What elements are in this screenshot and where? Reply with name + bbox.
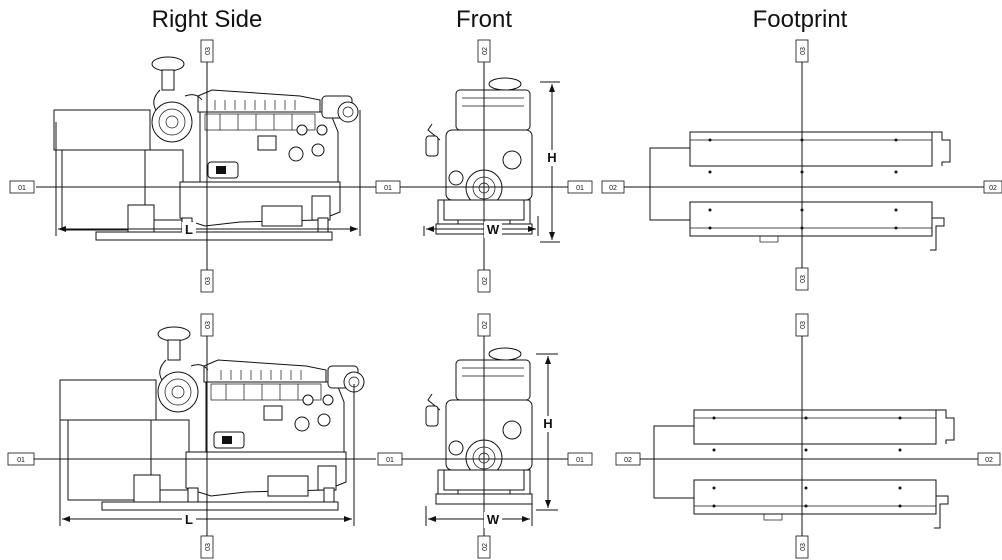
svg-text:01: 01 (576, 185, 584, 192)
svg-text:01: 01 (386, 457, 394, 464)
svg-text:02: 02 (482, 277, 489, 285)
axis-tag-03: 03 (200, 313, 214, 337)
footprint-view-top (649, 131, 951, 251)
svg-text:03: 03 (205, 321, 212, 329)
svg-text:01: 01 (17, 457, 25, 464)
svg-text:01: 01 (384, 185, 392, 192)
footprint-view-bottom (653, 409, 955, 529)
dim-length-bottom: L (185, 512, 193, 527)
svg-text:02: 02 (985, 457, 993, 464)
axis-tag-02: 02 (477, 269, 491, 293)
axis-tag-01: 01 (377, 452, 403, 466)
front-title: Front (455, 6, 513, 33)
axis-tag-03: 03 (795, 39, 809, 63)
svg-text:01: 01 (18, 185, 26, 192)
dim-height-bottom: H (543, 416, 552, 431)
axis-tag-01: 01 (567, 452, 593, 466)
axis-tag-03: 03 (200, 269, 214, 293)
front-view-top (425, 77, 533, 235)
axis-tag-02: 02 (615, 452, 641, 466)
svg-text:01: 01 (576, 457, 584, 464)
svg-text:03: 03 (205, 277, 212, 285)
dim-width-bottom: W (487, 512, 500, 527)
svg-text:03: 03 (800, 543, 807, 551)
dim-height-top: H (547, 150, 556, 165)
axis-tag-01: 01 (567, 180, 593, 194)
svg-text:03: 03 (205, 47, 212, 55)
footprint-title: Footprint (752, 6, 848, 33)
axis-tag-02: 02 (977, 452, 1001, 466)
svg-text:03: 03 (800, 47, 807, 55)
axis-tag-03: 03 (200, 39, 214, 63)
svg-text:02: 02 (482, 47, 489, 55)
axis-tag-03: 03 (795, 535, 809, 559)
svg-text:03: 03 (800, 275, 807, 283)
axis-tag-03: 03 (200, 535, 214, 559)
svg-text:03: 03 (800, 321, 807, 329)
svg-text:02: 02 (609, 185, 617, 192)
axis-tag-02: 02 (983, 180, 1002, 194)
svg-text:03: 03 (205, 543, 212, 551)
dim-width-top: W (487, 222, 500, 237)
axis-tag-02: 02 (601, 180, 625, 194)
right-side-title: Right Side (151, 6, 263, 33)
front-view-bottom (425, 347, 533, 505)
axis-tag-01: 01 (7, 452, 35, 466)
axis-tag-03: 03 (795, 313, 809, 337)
dim-length-top: L (185, 222, 193, 237)
axis-tag-01: 01 (9, 180, 35, 194)
axis-tag-02: 02 (477, 39, 491, 63)
svg-text:02: 02 (482, 543, 489, 551)
axis-tag-03: 03 (795, 267, 809, 291)
svg-text:02: 02 (482, 321, 489, 329)
svg-text:02: 02 (989, 185, 997, 192)
side-view-bottom (59, 326, 365, 511)
axis-tag-02: 02 (477, 313, 491, 337)
axis-tag-01: 01 (375, 180, 401, 194)
axis-tag-02: 02 (477, 535, 491, 559)
svg-text:02: 02 (624, 457, 632, 464)
side-view-top (53, 56, 359, 241)
